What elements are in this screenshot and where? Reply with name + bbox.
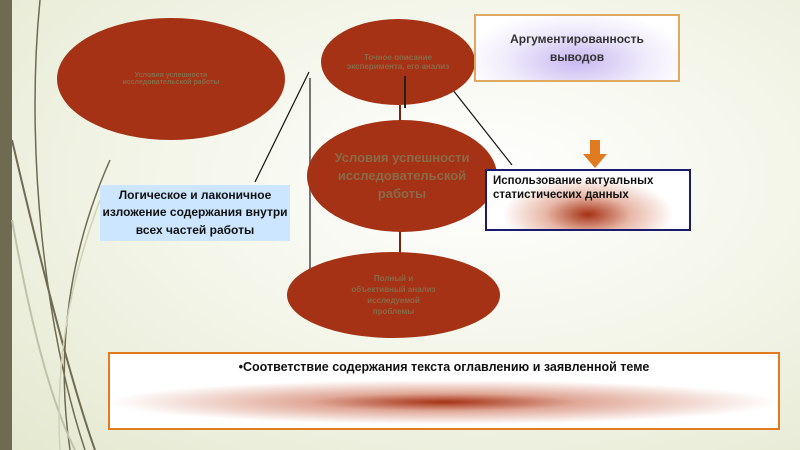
box-bottom: •Соответствие содержания текста оглавлен…	[108, 352, 780, 430]
box-argument: Аргументированность выводов	[474, 14, 680, 82]
box-argument-text: Аргументированность выводов	[510, 32, 644, 64]
box-statistics: Использование актуальных статистических …	[485, 169, 691, 231]
box-logic: Логическое и лаконичное изложение содерж…	[100, 185, 290, 241]
ellipse-center: Условия успешности исследовательской раб…	[307, 120, 497, 232]
ellipse-top: Точное описание эксперимента, его анализ	[321, 19, 475, 105]
ellipse-top-text: Точное описание эксперимента, его анализ	[346, 53, 450, 71]
ellipse-left: Условия успешности исследовательской раб…	[57, 18, 285, 140]
box-statistics-text: Использование актуальных статистических …	[493, 175, 654, 201]
ellipse-center-text: Условия успешности исследовательской раб…	[334, 149, 470, 202]
box-bottom-text: •Соответствие содержания текста оглавлен…	[238, 360, 650, 374]
ellipse-bottom: Полный и объективный анализ исследуемой …	[287, 252, 500, 338]
decorative-sidebar	[0, 0, 12, 450]
ellipse-bottom-text: Полный и объективный анализ исследуемой …	[351, 273, 436, 317]
ellipse-left-text: Условия успешности исследовательской раб…	[122, 72, 220, 86]
box-logic-text: Логическое и лаконичное изложение содерж…	[102, 187, 288, 237]
